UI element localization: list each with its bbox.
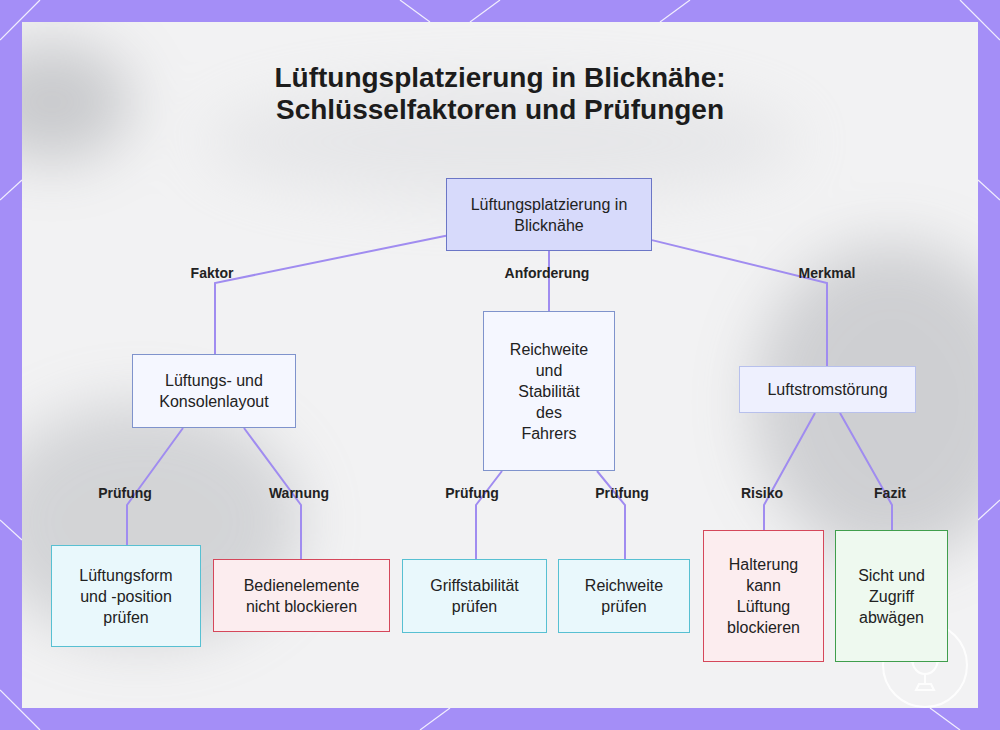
node-text: Griffstabilität prüfen xyxy=(415,575,535,617)
node-text: Sicht und Zugriff abwägen xyxy=(850,565,934,628)
node-text: Lüftungs- und Konsolenlayout xyxy=(144,370,284,412)
node-text: Reichweite prüfen xyxy=(574,575,674,617)
text-wrap: Lüftungsform und -position prüfen xyxy=(70,565,182,628)
text-wrap: Lüftungsplatzierung in Blicknähe xyxy=(459,194,639,236)
text-wrap: Griffstabilität prüfen xyxy=(415,575,535,617)
connector-line xyxy=(476,471,502,559)
edge-label: Fazit xyxy=(874,484,906,502)
node-text: Luftstromstörung xyxy=(748,379,908,400)
connector-line xyxy=(215,236,446,354)
edge-label: Risiko xyxy=(741,484,783,502)
connector-line xyxy=(652,240,827,366)
warning-box: Bedienelemente nicht blockieren xyxy=(213,559,390,632)
conclusion-box: Sicht und Zugriff abwägen xyxy=(835,530,948,662)
text-wrap: Lüftungs- und Konsolenlayout xyxy=(144,370,284,412)
edge-label: Faktor xyxy=(191,264,234,282)
node-text: Reichweite und Stabilität des Fahrers xyxy=(507,339,591,444)
text-wrap: Reichweite und Stabilität des Fahrers xyxy=(507,339,591,444)
text-wrap: Halterung kann Lüftung blockieren xyxy=(722,554,806,638)
text-wrap: Sicht und Zugriff abwägen xyxy=(850,565,934,628)
edge-label: Prüfung xyxy=(98,484,152,502)
check-box: Griffstabilität prüfen xyxy=(402,559,547,633)
check-box: Lüftungsform und -position prüfen xyxy=(51,545,201,647)
node-text: Bedienelemente nicht blockieren xyxy=(232,575,372,617)
node-text: Lüftungsform und -position prüfen xyxy=(70,565,182,628)
connector-line xyxy=(840,413,892,530)
edge-label: Warnung xyxy=(269,484,329,502)
risk-box: Halterung kann Lüftung blockieren xyxy=(703,530,824,662)
node-text: Halterung kann Lüftung blockieren xyxy=(722,554,806,638)
category-box: Luftstromstörung xyxy=(739,366,916,413)
edge-label: Anforderung xyxy=(505,264,590,282)
edge-label: Merkmal xyxy=(799,264,856,282)
root-box: Lüftungsplatzierung in Blicknähe xyxy=(446,178,652,251)
node-text: Lüftungsplatzierung in Blicknähe xyxy=(459,194,639,236)
connector-line xyxy=(597,471,625,559)
text-wrap: Reichweite prüfen xyxy=(574,575,674,617)
text-wrap: Bedienelemente nicht blockieren xyxy=(232,575,372,617)
category-box: Reichweite und Stabilität des Fahrers xyxy=(483,311,615,471)
edge-label: Prüfung xyxy=(445,484,499,502)
diagram-title: Lüftungsplatzierung in Blicknähe: Schlüs… xyxy=(240,62,760,126)
edge-label: Prüfung xyxy=(595,484,649,502)
connector-line xyxy=(764,413,815,530)
category-box: Lüftungs- und Konsolenlayout xyxy=(132,354,296,428)
check-box: Reichweite prüfen xyxy=(558,559,690,633)
text-wrap: Luftstromstörung xyxy=(748,379,908,400)
